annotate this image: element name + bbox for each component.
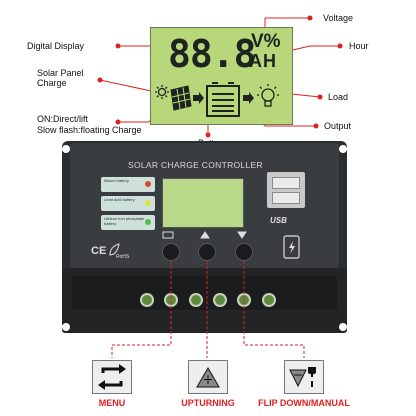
lcd-icons [155, 82, 279, 117]
usb-label: USB [270, 216, 287, 225]
battery-type-lithium: lithium battery [101, 177, 155, 192]
label-slow-flash: Slow flash:floating Charge [37, 125, 142, 135]
label-hour: Hour [349, 41, 369, 51]
phone-icon [283, 235, 300, 259]
status-led-green [145, 219, 151, 225]
sun-icon [155, 85, 169, 99]
lcd-display-diagram: 88.8 V% AH [150, 27, 293, 125]
flip-down-button-illustration [284, 360, 324, 394]
solar-panel-icon [170, 85, 192, 111]
status-led-yellow [145, 200, 151, 206]
device-title: SOLAR CHARGE CONTROLLER [128, 160, 263, 170]
up-knob[interactable] [198, 243, 216, 261]
terminal-1[interactable] [140, 293, 154, 307]
arrow-right-icon [193, 92, 204, 104]
label-charge: Charge [37, 78, 67, 88]
menu-cycle-icon [98, 364, 126, 390]
terminal-6[interactable] [262, 293, 276, 307]
upturning-button-illustration [188, 360, 228, 394]
label-output: Output [324, 121, 352, 131]
battery-type-lead-acid: Lead acid battery [101, 196, 155, 211]
usb-port-1[interactable] [272, 177, 300, 189]
label-digital-display: Digital Display [27, 41, 85, 51]
battery-type-label: Lithium iron phosphate battery [104, 216, 145, 226]
flip-down-caption: FLIP DOWN/MANUAL [258, 398, 350, 408]
usb-port-2[interactable] [272, 192, 300, 204]
battery-icon [206, 82, 240, 117]
terminal-3[interactable] [189, 293, 203, 307]
rohs-mark: RoHS [116, 254, 130, 260]
battery-type-lifepo4: Lithium iron phosphate battery [101, 215, 155, 230]
up-arrow-icon [196, 367, 220, 388]
label-voltage: Voltage [323, 13, 354, 23]
label-load: Load [328, 92, 349, 102]
label-on-direct: ON:Direct/lift [37, 114, 89, 124]
label-solar-panel: Solar Panel [37, 68, 84, 78]
button-legend-icons [162, 231, 247, 239]
battery-type-label: lithium battery [104, 178, 129, 183]
arrow-right-icon [243, 92, 254, 104]
battery-type-label: Lead acid battery [104, 197, 135, 202]
recycle-leaf-icon [109, 243, 120, 256]
down-knob[interactable] [235, 243, 253, 261]
menu-knob[interactable] [162, 243, 180, 261]
usb-ports[interactable] [267, 172, 305, 208]
menu-button-illustration [92, 360, 132, 394]
lcd-unit-ah: AH [249, 51, 277, 71]
terminal-4[interactable] [213, 293, 227, 307]
ce-mark: CE [91, 245, 107, 257]
menu-caption: MENU [98, 398, 126, 408]
status-led-red [145, 181, 151, 187]
upturning-caption: UPTURNING [181, 398, 235, 408]
device-lcd-screen [162, 178, 244, 228]
bulb-icon [257, 84, 279, 107]
lcd-unit-volt-percent: V% [251, 31, 281, 52]
lcd-digits: 88.8 [168, 32, 257, 76]
down-manual-icon [289, 367, 316, 388]
